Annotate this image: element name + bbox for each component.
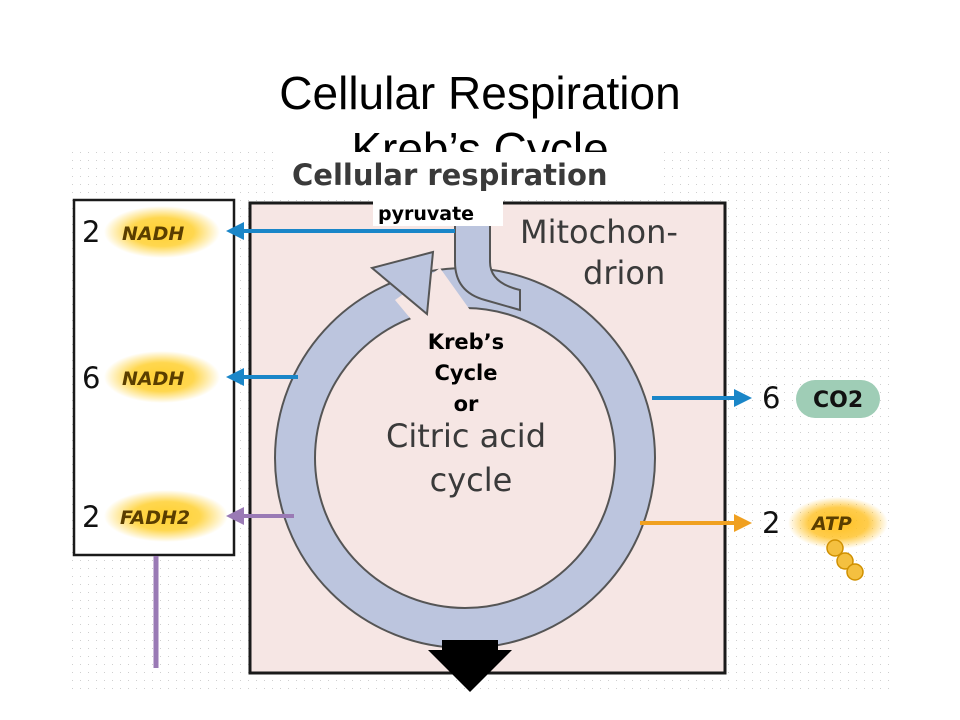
output-qty: 2: [82, 500, 100, 534]
atp-arrowhead: [734, 514, 752, 532]
output-label: CO2: [813, 388, 863, 413]
phosphate-bead-icon: [836, 552, 854, 570]
cycle-alt-name-line2: cycle: [430, 461, 513, 499]
down-arrow-icon: [428, 650, 512, 692]
output-fadh2: 2 FADH2: [82, 490, 228, 542]
cycle-arrowhead: [369, 250, 435, 316]
cycle-name-line1: Kreb’s: [428, 330, 504, 354]
output-label: FADH2: [120, 507, 190, 529]
fadh2-arrowhead: [226, 507, 244, 525]
cycle-gap: [395, 268, 470, 330]
output-label: NADH: [122, 223, 184, 245]
cycle-alt-name-line1: Citric acid: [386, 417, 546, 455]
output-qty: 2: [762, 506, 780, 540]
nadh-arrowhead-middle: [226, 368, 244, 386]
glow-icon: [104, 490, 228, 542]
phosphate-bead-icon: [846, 563, 864, 581]
pyruvate-entry: [454, 202, 521, 312]
glow-icon: [788, 497, 888, 549]
phosphate-bead-icon: [826, 539, 844, 557]
slide-title: Cellular Respiration: [279, 67, 681, 119]
output-qty: 6: [82, 361, 100, 395]
cycle-name-line2: Cycle: [435, 361, 498, 385]
co2-blob-icon: [796, 380, 880, 418]
mitochondrion-label-line2: drion: [583, 254, 665, 292]
down-arrow-stem: [442, 640, 498, 652]
pyruvate-label: pyruvate: [378, 203, 474, 225]
output-qty: 6: [762, 381, 780, 415]
nadh-arrowhead-top: [226, 222, 244, 240]
output-label: ATP: [810, 513, 852, 535]
output-nadh-top: 2 NADH: [82, 206, 220, 258]
co2-arrowhead: [734, 389, 752, 407]
output-atp: 2 ATP: [762, 497, 888, 581]
figure-title-backing: [280, 152, 660, 194]
pyruvate-label-backing: [373, 200, 503, 226]
figure-title: Cellular respiration: [292, 158, 608, 192]
mitochondrion-label-line1: Mitochon-: [520, 213, 678, 251]
cycle-name-line3: or: [454, 392, 479, 416]
glow-icon: [104, 351, 220, 403]
glow-icon: [104, 206, 220, 258]
output-nadh-middle: 6 NADH: [82, 351, 220, 403]
output-qty: 2: [82, 215, 100, 249]
output-label: NADH: [122, 368, 184, 390]
output-co2: 6 CO2: [762, 380, 880, 418]
